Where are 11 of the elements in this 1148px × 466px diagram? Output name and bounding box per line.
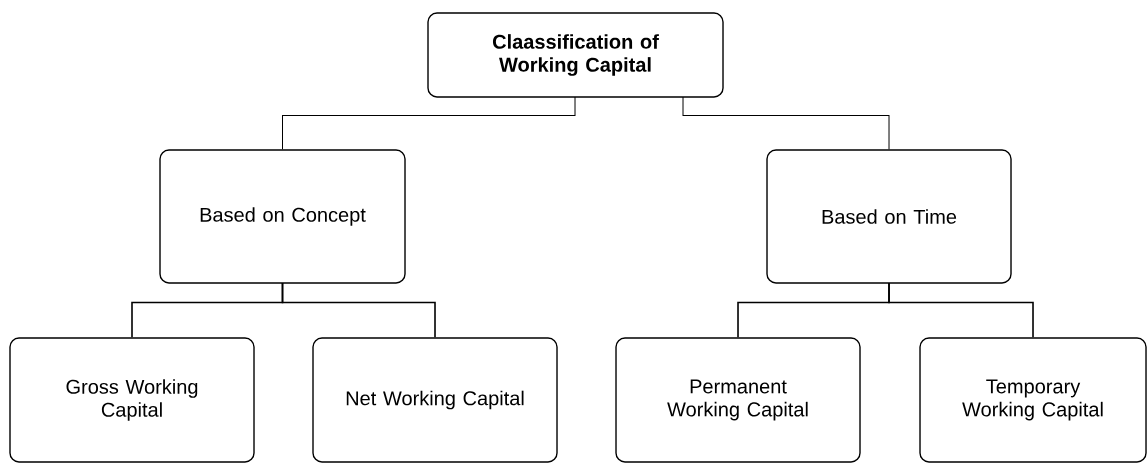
- connector: [888, 282, 1034, 339]
- box: Based on Concept: [159, 149, 406, 284]
- connector: [682, 96, 890, 150]
- connector: [282, 96, 576, 150]
- box: Claassification of Working Capital: [427, 12, 724, 98]
- box: Permanent Working Capital: [615, 337, 861, 463]
- box: Net Working Capital: [312, 337, 558, 463]
- box: Gross Working Capital: [9, 337, 255, 463]
- box: Temporary Working Capital: [919, 337, 1147, 463]
- box: Based on Time: [766, 149, 1012, 284]
- connector: [281, 282, 436, 339]
